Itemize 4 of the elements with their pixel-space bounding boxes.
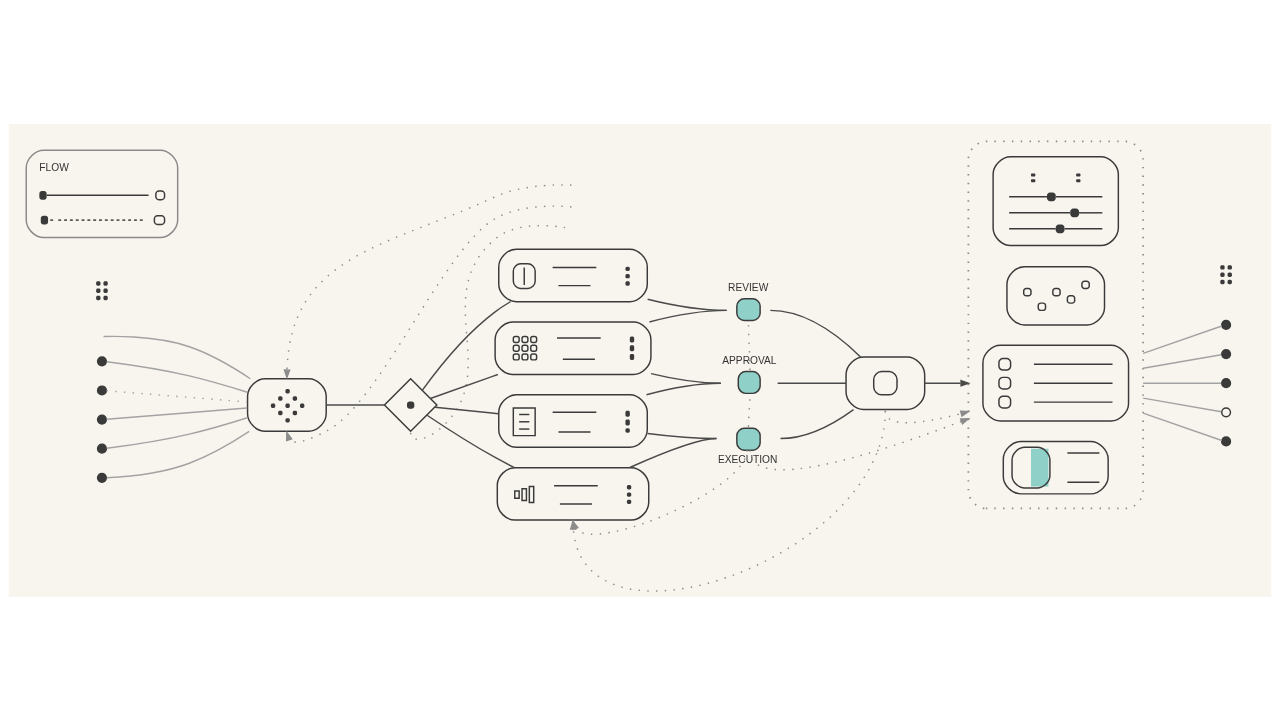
node-label: EXECUTION [717, 453, 778, 465]
node-label: APPROVAL [722, 354, 777, 366]
node-label: REVIEW [728, 281, 769, 293]
label: FLOW [39, 161, 69, 173]
